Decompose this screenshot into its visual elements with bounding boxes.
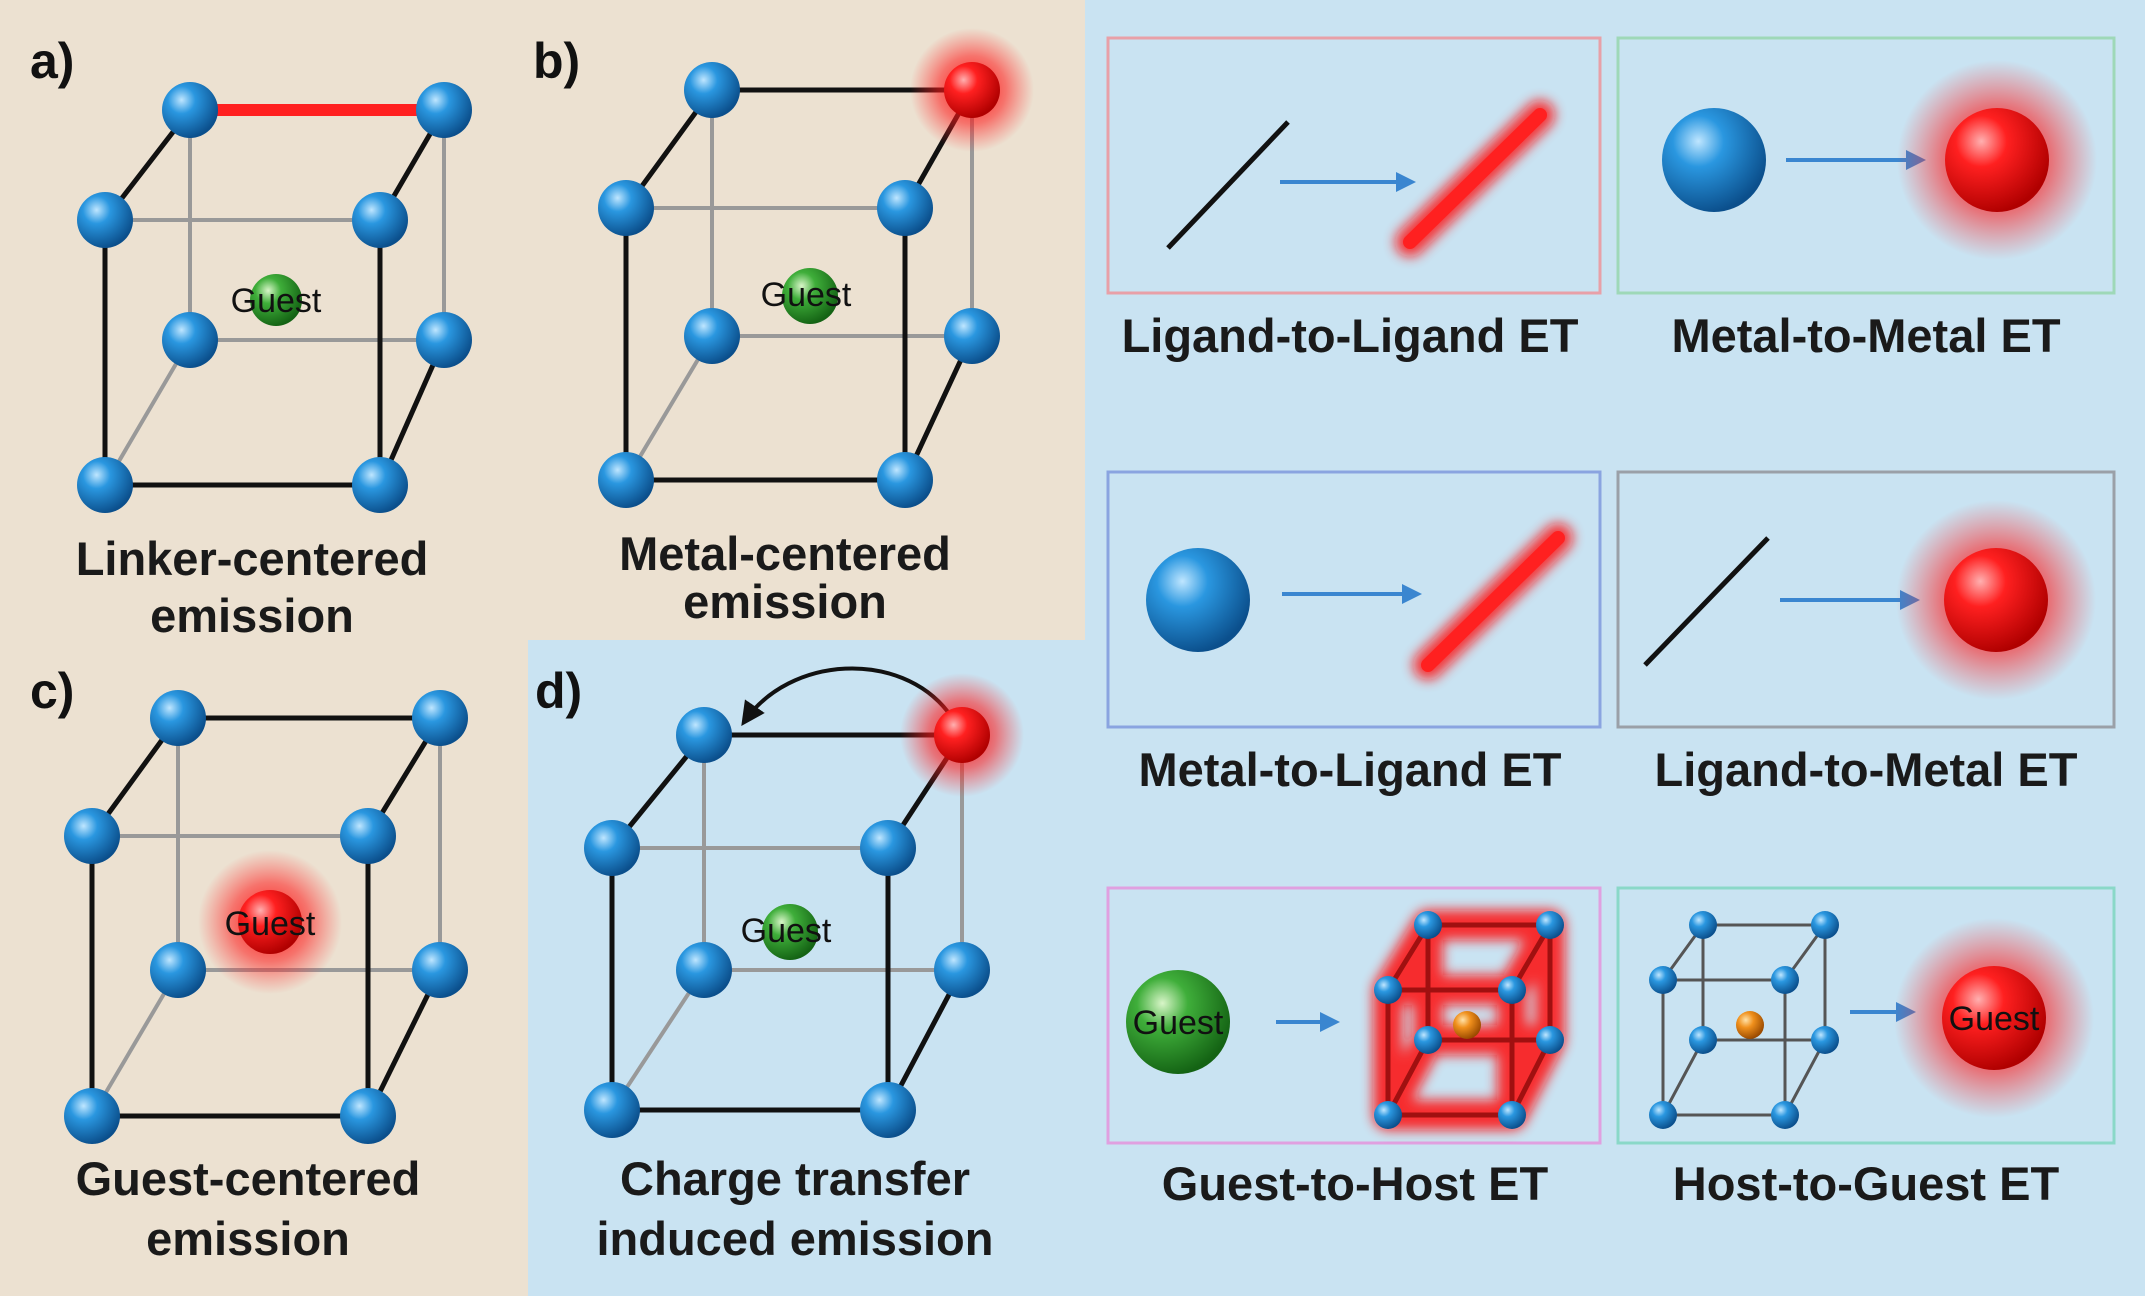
et-box-host-to-guest: Guest Host-to-Guest ET [1616,886,2116,1210]
host-node-spheres [1649,911,1839,1129]
guest-label: Guest [761,276,852,314]
panel-b: b) Guest Metal [533,28,1034,628]
et-caption: Ligand-to-Ligand ET [1122,309,1579,362]
et-box-frame [1106,470,1602,729]
emitting-guest-sphere [238,890,302,954]
guest-sphere [250,274,302,326]
et-box-frame [1616,36,2116,295]
et-caption: Ligand-to-Metal ET [1655,743,2078,796]
et-caption: Metal-to-Metal ET [1671,309,2060,362]
et-box-guest-to-host: Guest Guest-to-Host ET [1106,886,1602,1210]
et-box-ligand-to-metal: Ligand-to-Metal ET [1616,470,2116,796]
guest-label: Guest [231,282,322,320]
et-box-metal-to-ligand: Metal-to-Ligand ET [1106,470,1602,796]
guest-sphere [782,268,838,324]
guest-label: Guest [225,905,316,943]
emitting-ligand-bar [1421,531,1565,672]
panel-a-caption-1: Linker-centered [76,532,429,585]
host-guest-sphere [1453,1011,1481,1039]
panel-c: c) Guest Gue [30,663,468,1265]
et-box-frame [1616,886,2116,1145]
et-box-ligand-to-ligand: Ligand-to-Ligand ET [1106,36,1602,362]
panel-d-caption-1: Charge transfer [620,1152,970,1205]
emitting-metal-sphere [1944,548,2048,652]
panel-a-caption-2: emission [150,589,354,642]
metal-node-spheres [77,82,472,513]
guest-label: Guest [1133,1004,1224,1042]
guest-label: Guest [1949,1000,2040,1038]
emitting-guest-sphere [1942,966,2046,1070]
guest-sphere [1126,970,1230,1074]
host-guest-sphere [1736,1011,1764,1039]
et-caption: Metal-to-Ligand ET [1139,743,1562,796]
metal-node-spheres [584,707,990,1138]
et-caption: Guest-to-Host ET [1162,1157,1549,1210]
ligand-line [1643,536,1770,667]
panel-d: d) Guest [535,663,1024,1265]
panel-d-label: d) [535,663,582,719]
guest-label: Guest [741,912,832,950]
panel-d-caption-2: induced emission [597,1212,994,1265]
panel-a: a) Guest [30,33,472,642]
et-box-frame [1616,470,2116,729]
panel-a-label: a) [30,33,74,89]
host-node-spheres [1374,911,1564,1129]
metal-node-spheres [598,62,1000,508]
panel-c-label: c) [30,663,74,719]
emitting-ligand-bar [1403,108,1547,249]
et-caption: Host-to-Guest ET [1673,1157,2060,1210]
emitting-metal-sphere [944,62,1000,118]
metal-sphere [1662,108,1766,212]
panel-b-caption-1: Metal-centered [619,527,951,580]
et-box-frame [1106,886,1602,1145]
emitting-metal-sphere [1945,108,2049,212]
metal-sphere [1146,548,1250,652]
ligand-line [1166,120,1290,250]
guest-sphere [762,904,818,960]
et-box-frame [1106,36,1602,295]
emitting-metal-sphere [934,707,990,763]
panel-c-caption-2: emission [146,1212,350,1265]
metal-node-spheres [64,690,468,1144]
panel-b-caption-2: emission [683,575,887,628]
panel-b-label: b) [533,33,580,89]
panel-c-caption-1: Guest-centered [76,1152,421,1205]
et-box-metal-to-metal: Metal-to-Metal ET [1616,36,2116,362]
